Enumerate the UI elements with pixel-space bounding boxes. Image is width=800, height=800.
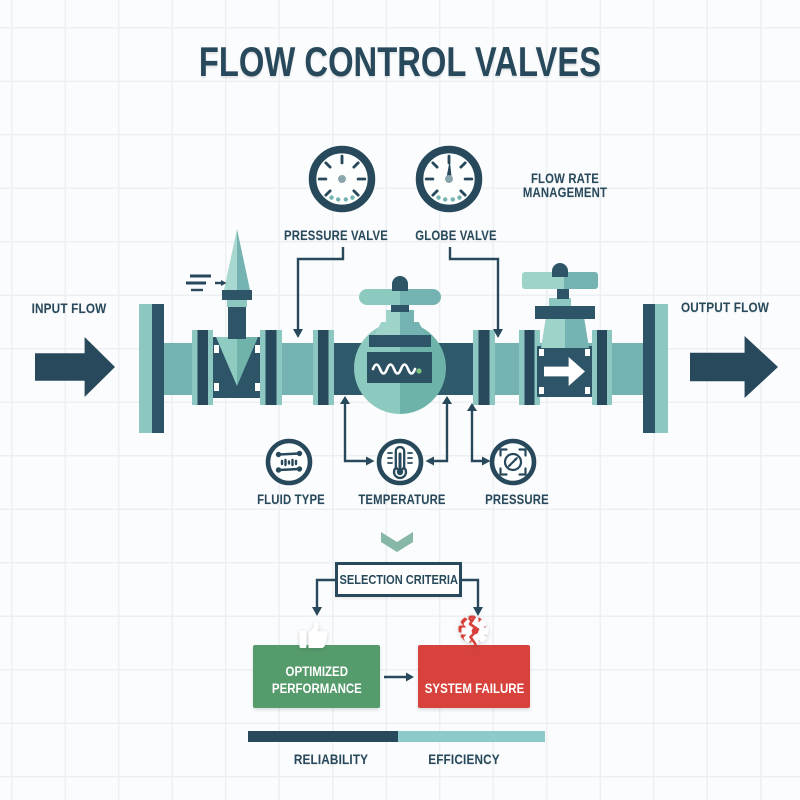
pipe-flange [260,330,282,405]
reliability-label: RELIABILITY [293,751,369,767]
pipe-flange [473,330,495,405]
globe-valve-collar [369,335,431,347]
gate-valve-stem [557,286,569,299]
optimized-label-line2: PERFORMANCE [271,680,362,696]
input-flow-arrow [35,337,115,397]
output-flow-arrow [690,336,778,398]
page-title: FLOW CONTROL VALVES [198,38,602,85]
pipe-flange [519,330,540,405]
reliability-bar-segment [248,731,398,742]
needle-valve-body [212,337,262,398]
optimized-performance-box: OPTIMIZED PERFORMANCE [253,645,380,708]
fluid-type-label: FLUID TYPE [257,492,325,507]
broken-gear-icon [452,612,496,650]
pressure-valve-label: PRESSURE VALVE [283,228,389,243]
output-flow-label: OUTPUT FLOW [680,299,770,315]
globe-valve-handle [359,289,441,305]
flow-rate-management-label: FLOW RATE MANAGEMENT [522,171,608,200]
gate-valve-knob [552,263,568,277]
flow-display-panel [367,352,432,383]
pipe-end-flange-right [643,304,668,433]
pipe-end-flange-left [139,304,164,433]
optimized-label-line1: OPTIMIZED [285,663,348,679]
sine-wave-icon [371,363,417,375]
gate-valve-body [537,346,592,397]
pipe-flange [313,330,334,405]
globe-valve-label: GLOBE VALVE [415,228,497,243]
gate-valve-flange-band [535,306,595,319]
thumbs-up-icon [298,618,332,650]
globe-valve-knob [392,276,408,291]
needle-valve-collar [227,300,247,307]
needle-valve-seat [216,337,258,386]
globe-valve-bonnet [374,322,426,336]
selection-criteria-box: SELECTION CRITERIA [335,562,462,597]
pipe-flange [192,330,213,405]
needle-valve-band [222,290,252,300]
thermometer-icon [374,436,426,488]
globe-valve-step [386,310,414,324]
fluid-lines-icon [263,436,315,488]
system-failure-box: SYSTEM FAILURE [418,645,530,708]
gauge-needle [446,160,452,180]
selection-criteria-label: SELECTION CRITERIA [339,572,458,587]
status-dot [416,368,422,374]
needle-valve-stem [228,307,246,339]
chevron-down-icon [381,532,413,552]
input-flow-label: INPUT FLOW [31,300,107,316]
needle-valve-spindle [224,229,250,290]
pressure-gauge-icon [304,141,380,217]
efficiency-label: EFFICIENCY [428,751,500,767]
flow-direction-arrow-icon [544,357,585,386]
gate-valve-bonnet [541,318,589,348]
system-failure-label: SYSTEM FAILURE [424,681,524,696]
globe-gauge-icon [411,141,487,217]
gate-valve-handle [522,272,598,289]
pipe-flange [592,330,612,405]
pressure-brackets-icon [487,436,539,488]
pressure-label: PRESSURE [485,492,549,507]
gate-valve-neck [549,298,571,306]
efficiency-bar-segment [398,731,545,742]
temperature-label: TEMPERATURE [358,492,446,507]
